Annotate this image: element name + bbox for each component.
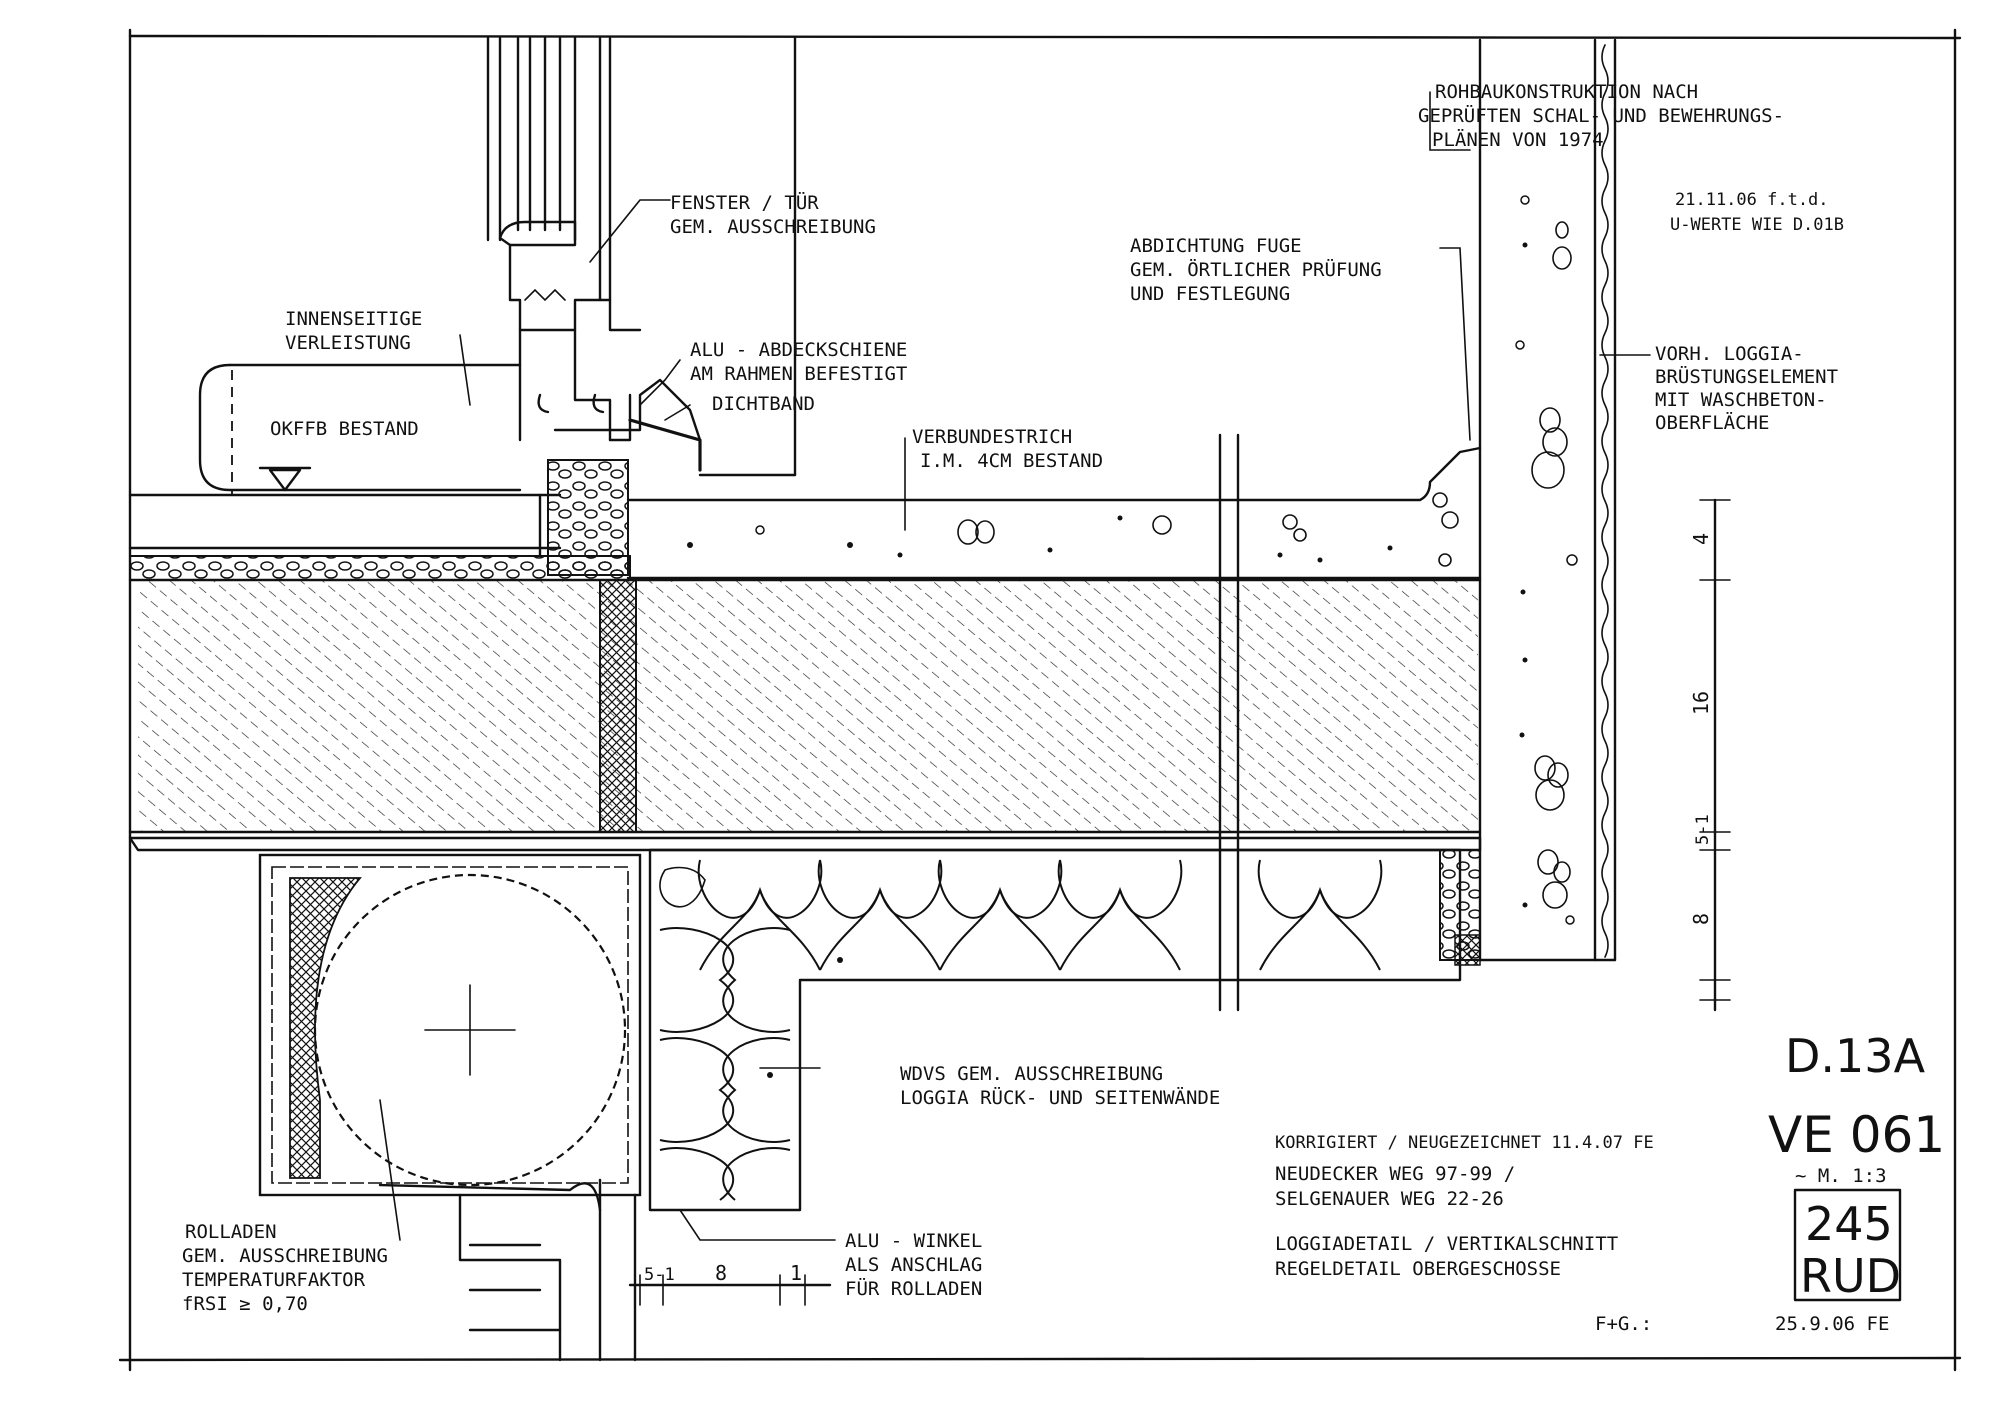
- svg-text:VORH. LOGGIA-: VORH. LOGGIA-: [1655, 343, 1804, 365]
- screed-layer: [626, 446, 1482, 580]
- svg-text:INNENSEITIGE: INNENSEITIGE: [285, 308, 422, 330]
- address-line-1: NEUDECKER WEG 97-99 /: [1275, 1163, 1515, 1185]
- svg-text:1: 1: [790, 1261, 802, 1285]
- scale: ~ M. 1:3: [1795, 1165, 1887, 1187]
- detail-number: D.13A: [1785, 1029, 1926, 1083]
- svg-text:ROLLADEN: ROLLADEN: [185, 1221, 277, 1243]
- svg-text:8: 8: [715, 1261, 727, 1285]
- annotation-alu-winkel: ALU - WINKEL ALS ANSCHLAG FÜR ROLLADEN: [845, 1230, 982, 1300]
- svg-text:I.M. 4CM BESTAND: I.M. 4CM BESTAND: [920, 450, 1103, 472]
- title-block-frame: [1793, 1188, 1902, 1302]
- project-code: RUD: [1800, 1249, 1901, 1303]
- svg-text:GEPRÜFTEN SCHAL- UND BEWEHRUNG: GEPRÜFTEN SCHAL- UND BEWEHRUNGS-: [1418, 104, 1784, 127]
- svg-text:WDVS GEM. AUSSCHREIBUNG: WDVS GEM. AUSSCHREIBUNG: [900, 1063, 1163, 1085]
- horizontal-dimension-labels: 5-1 8 1: [644, 1261, 802, 1285]
- svg-text:BRÜSTUNGSELEMENT: BRÜSTUNGSELEMENT: [1655, 365, 1838, 388]
- leader-lines: [379, 91, 1651, 1241]
- drawing-title: LOGGIADETAIL / VERTIKALSCHNITT: [1275, 1233, 1618, 1255]
- svg-text:LOGGIA RÜCK- UND SEITENWÄNDE: LOGGIA RÜCK- UND SEITENWÄNDE: [900, 1086, 1220, 1109]
- interior-floor: [128, 363, 562, 557]
- svg-text:5-1: 5-1: [644, 1265, 675, 1285]
- project-number: 245: [1805, 1197, 1893, 1251]
- svg-text:GEM. AUSSCHREIBUNG: GEM. AUSSCHREIBUNG: [182, 1245, 388, 1267]
- vertical-dimension-labels: 4 16 5-1 8: [1689, 533, 1713, 925]
- annotation-dichtband: DICHTBAND: [712, 393, 815, 415]
- svg-text:FENSTER / TÜR: FENSTER / TÜR: [670, 191, 819, 214]
- svg-text:ALU - ABDECKSCHIENE: ALU - ABDECKSCHIENE: [690, 339, 907, 361]
- annotation-innenseitige: INNENSEITIGE VERLEISTUNG: [285, 308, 422, 354]
- annotation-rolladen: ROLLADEN GEM. AUSSCHREIBUNG TEMPERATURFA…: [182, 1221, 388, 1315]
- roller-shutter-box: [258, 853, 642, 1362]
- svg-text:FÜR ROLLADEN: FÜR ROLLADEN: [845, 1277, 982, 1300]
- svg-text:fRSI ≥ 0,70: fRSI ≥ 0,70: [182, 1293, 308, 1315]
- concrete-slab: [138, 580, 1478, 832]
- svg-text:OBERFLÄCHE: OBERFLÄCHE: [1655, 411, 1769, 434]
- svg-text:VERBUNDESTRICH: VERBUNDESTRICH: [912, 426, 1072, 448]
- svg-text:ABDICHTUNG FUGE: ABDICHTUNG FUGE: [1130, 235, 1302, 257]
- svg-text:PLÄNEN VON 1974: PLÄNEN VON 1974: [1432, 128, 1604, 151]
- svg-text:TEMPERATURFAKTOR: TEMPERATURFAKTOR: [182, 1269, 366, 1291]
- annotation-wdvs: WDVS GEM. AUSSCHREIBUNG LOGGIA RÜCK- UND…: [900, 1063, 1220, 1109]
- address-line-2: SELGENAUER WEG 22-26: [1275, 1188, 1504, 1210]
- annotation-okffb: OKFFB BESTAND: [270, 418, 419, 440]
- drawing-subtitle: REGELDETAIL OBERGESCHOSSE: [1275, 1258, 1561, 1280]
- svg-text:GEM. ÖRTLICHER PRÜFUNG: GEM. ÖRTLICHER PRÜFUNG: [1130, 258, 1382, 281]
- lower-window-frame: [458, 1178, 602, 1362]
- sheet-frame: [118, 28, 1962, 1372]
- corrected-note: KORRIGIERT / NEUGEZEICHNET 11.4.07 FE: [1275, 1133, 1654, 1153]
- svg-text:8: 8: [1689, 913, 1713, 925]
- horizontal-dimension: [628, 1274, 832, 1306]
- annotation-alu-abdeckschiene: ALU - ABDECKSCHIENE AM RAHMEN BEFESTIGT: [690, 339, 907, 385]
- svg-text:ALS ANSCHLAG: ALS ANSCHLAG: [845, 1254, 982, 1276]
- svg-text:ALU - WINKEL: ALU - WINKEL: [845, 1230, 982, 1252]
- vertical-dimension: [1699, 498, 1731, 1012]
- annotation-verbundestrich: VERBUNDESTRICH I.M. 4CM BESTAND: [912, 426, 1103, 472]
- loggia-parapet: [1478, 38, 1617, 962]
- wdvs-insulation: [648, 848, 1481, 1212]
- svg-text:AM RAHMEN BEFESTIGT: AM RAHMEN BEFESTIGT: [690, 363, 907, 385]
- svg-text:VERLEISTUNG: VERLEISTUNG: [285, 332, 411, 354]
- annotation-fenster: FENSTER / TÜR GEM. AUSSCHREIBUNG: [670, 191, 876, 238]
- svg-text:ROHBAUKONSTRUKTION NACH: ROHBAUKONSTRUKTION NACH: [1435, 81, 1698, 103]
- svg-text:U-WERTE WIE D.01B: U-WERTE WIE D.01B: [1670, 215, 1844, 235]
- annotation-abdichtung: ABDICHTUNG FUGE GEM. ÖRTLICHER PRÜFUNG U…: [1130, 235, 1382, 305]
- annotation-loggia-brustung: VORH. LOGGIA- BRÜSTUNGSELEMENT MIT WASCH…: [1655, 343, 1838, 434]
- svg-text:GEM. AUSSCHREIBUNG: GEM. AUSSCHREIBUNG: [670, 216, 876, 238]
- svg-text:UND FESTLEGUNG: UND FESTLEGUNG: [1130, 283, 1290, 305]
- svg-text:5-1: 5-1: [1693, 814, 1713, 845]
- svg-text:16: 16: [1689, 691, 1713, 715]
- author: F+G.:: [1595, 1313, 1652, 1335]
- svg-text:21.11.06 f.t.d.: 21.11.06 f.t.d.: [1675, 190, 1829, 210]
- window-frame: [486, 36, 797, 477]
- plan-number: VE 061: [1768, 1106, 1945, 1164]
- annotation-revision: 21.11.06 f.t.d. U-WERTE WIE D.01B: [1670, 190, 1844, 235]
- drawing-date: 25.9.06 FE: [1775, 1313, 1889, 1335]
- svg-text:4: 4: [1689, 533, 1713, 545]
- svg-text:MIT WASCHBETON-: MIT WASCHBETON-: [1655, 389, 1827, 411]
- annotation-rohbau: ROHBAUKONSTRUKTION NACH GEPRÜFTEN SCHAL-…: [1418, 81, 1784, 151]
- title-block: D.13A VE 061 ~ M. 1:3 245 RUD KORRIGIERT…: [1275, 1029, 1945, 1335]
